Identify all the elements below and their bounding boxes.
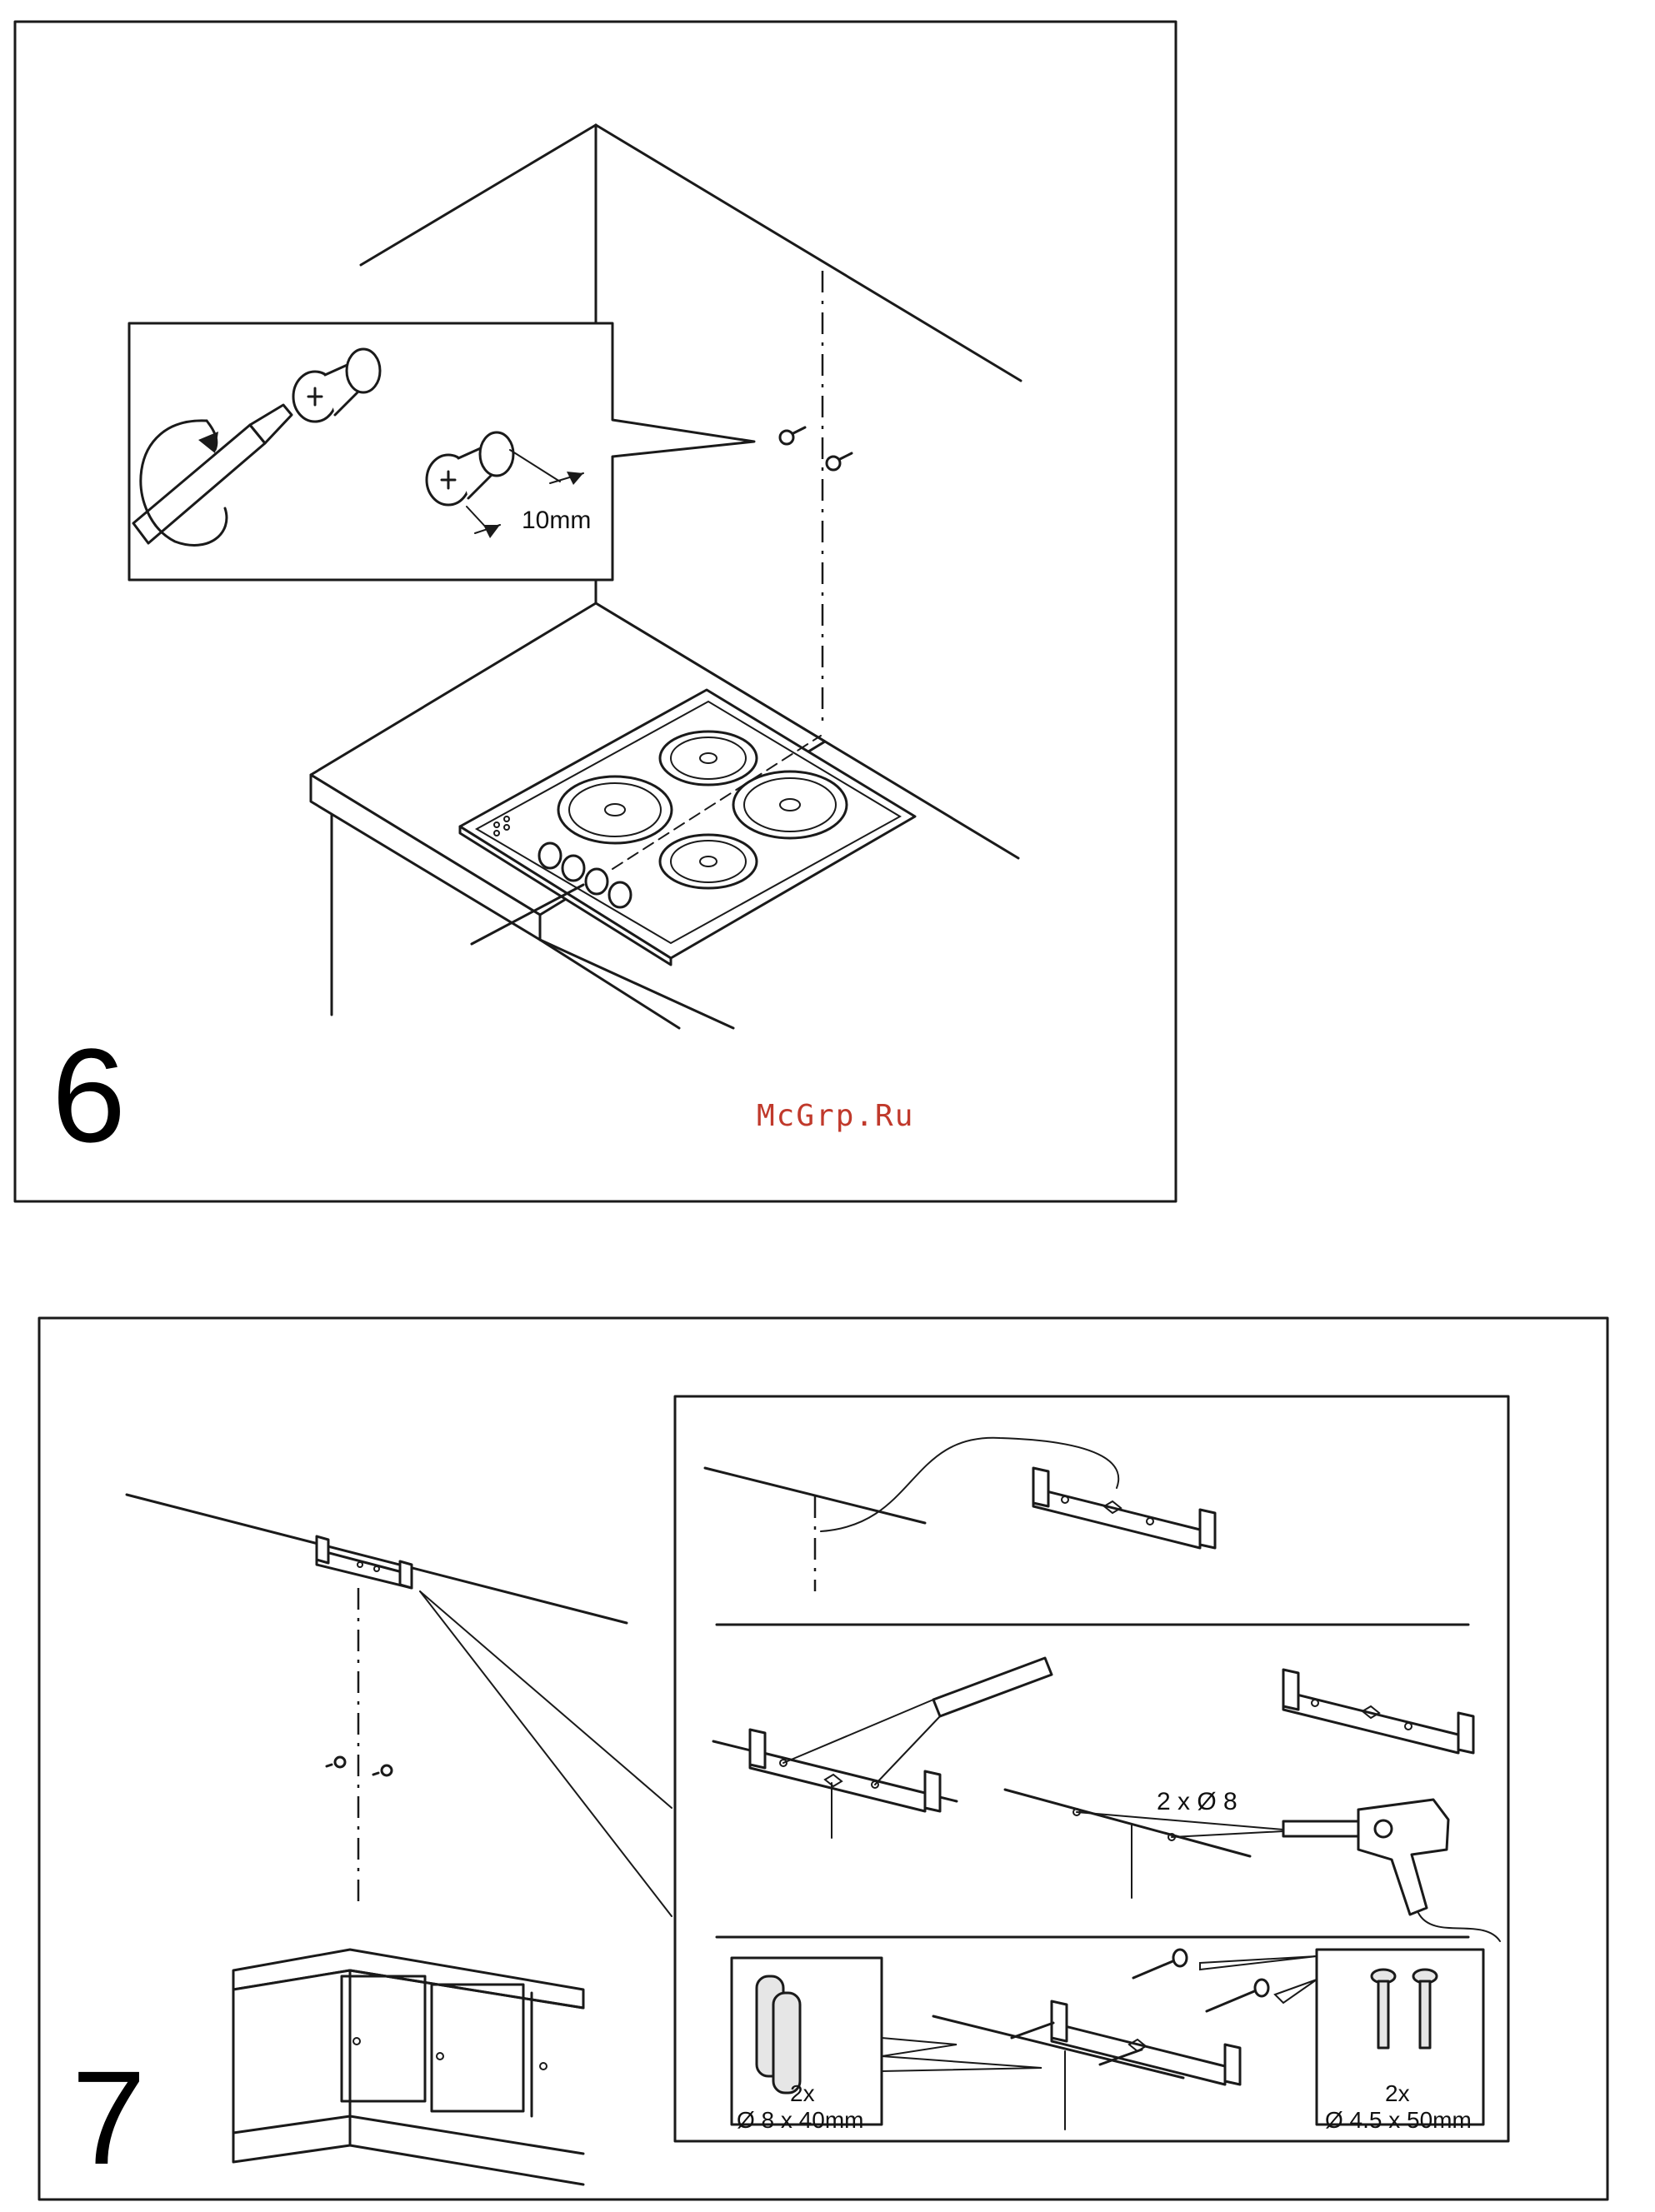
wall-cabinets — [233, 1950, 583, 2185]
screws-size: Ø 4.5 x 50mm — [1325, 2108, 1472, 2134]
plugs-count: 2x — [790, 2081, 815, 2107]
step6-panel — [15, 22, 1176, 1201]
wall-screws — [780, 427, 852, 470]
watermark: McGrp.Ru — [757, 1101, 914, 1131]
step7-panel — [39, 1318, 1608, 2200]
ceiling-bracket — [317, 1536, 412, 1588]
screws-count: 2x — [1385, 2081, 1410, 2107]
dimension-label: 10mm — [522, 508, 591, 533]
plugs-size: Ø 8 x 40mm — [737, 2108, 863, 2134]
step7-number: 7 — [72, 2051, 146, 2185]
detail-callout — [129, 323, 754, 580]
drill-size-label: 2 x Ø 8 — [1157, 1790, 1238, 1815]
step6-number: 6 — [52, 1029, 126, 1162]
